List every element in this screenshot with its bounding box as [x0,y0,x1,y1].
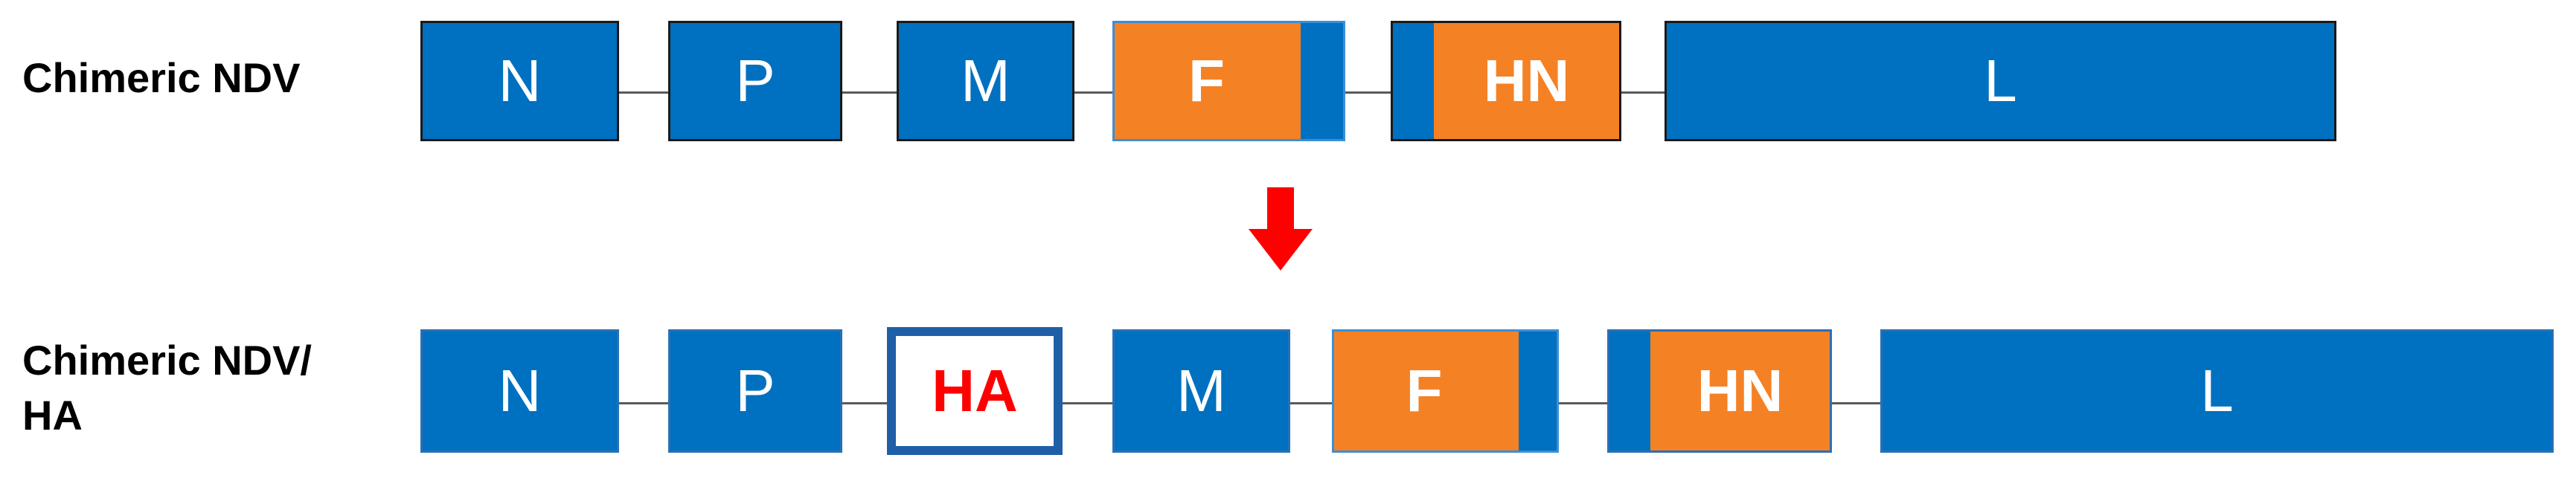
row2-connector [1060,402,1114,404]
row1-gene-hn-label: HN [1483,48,1570,114]
row1-gene-f: F [1112,21,1345,141]
row1-gene-hn-swapped-segment [1434,23,1619,139]
row2-gene-f-swapped-segment [1334,332,1519,450]
row2-gene-p: P [668,329,842,453]
row2-gene-hn-label: HN [1696,358,1784,424]
row1-label: Chimeric NDV [22,54,301,101]
row2-gene-hn: HN [1607,329,1832,453]
row1-connector [1344,91,1392,94]
row2-gene-l-label: L [2200,358,2234,424]
row1-connector [841,91,898,94]
row2-gene-f: F [1332,329,1559,453]
row2-gene-ha: HA [887,327,1063,455]
row1-gene-m-label: M [961,48,1010,114]
row2-label: Chimeric NDV/ HA [22,337,312,439]
row1-connector [1073,91,1114,94]
row1-gene-n-label: N [498,48,542,114]
row2-gene-f-label: F [1406,358,1443,424]
row2-connector [841,402,889,404]
row1-connector [618,91,670,94]
transformation-arrow-icon [1249,187,1313,271]
row2-gene-p-label: P [735,358,775,424]
row2-gene-hn-swapped-segment [1650,332,1830,450]
row1-gene-p-label: P [735,48,775,114]
row1-gene-hn: HN [1391,21,1621,141]
row2-gene-l: L [1880,329,2554,453]
row2-gene-ha-label: HA [932,358,1018,424]
row1-connector [1620,91,1666,94]
row1-gene-m: M [897,21,1074,141]
row1-gene-f-swapped-segment [1115,23,1301,139]
row2-connector [1289,402,1333,404]
row1-gene-f-label: F [1188,48,1225,114]
row2-connector [618,402,670,404]
row1-gene-p: P [668,21,842,141]
row1-gene-n: N [420,21,619,141]
row2-connector [1557,402,1609,404]
row2-gene-n: N [420,329,619,453]
row2-gene-n-label: N [498,358,542,424]
row2-connector [1830,402,1883,404]
row2-gene-m: M [1112,329,1290,453]
row1-gene-l-label: L [1984,48,2017,114]
row2-gene-m-label: M [1176,358,1226,424]
row1-gene-l: L [1665,21,2336,141]
